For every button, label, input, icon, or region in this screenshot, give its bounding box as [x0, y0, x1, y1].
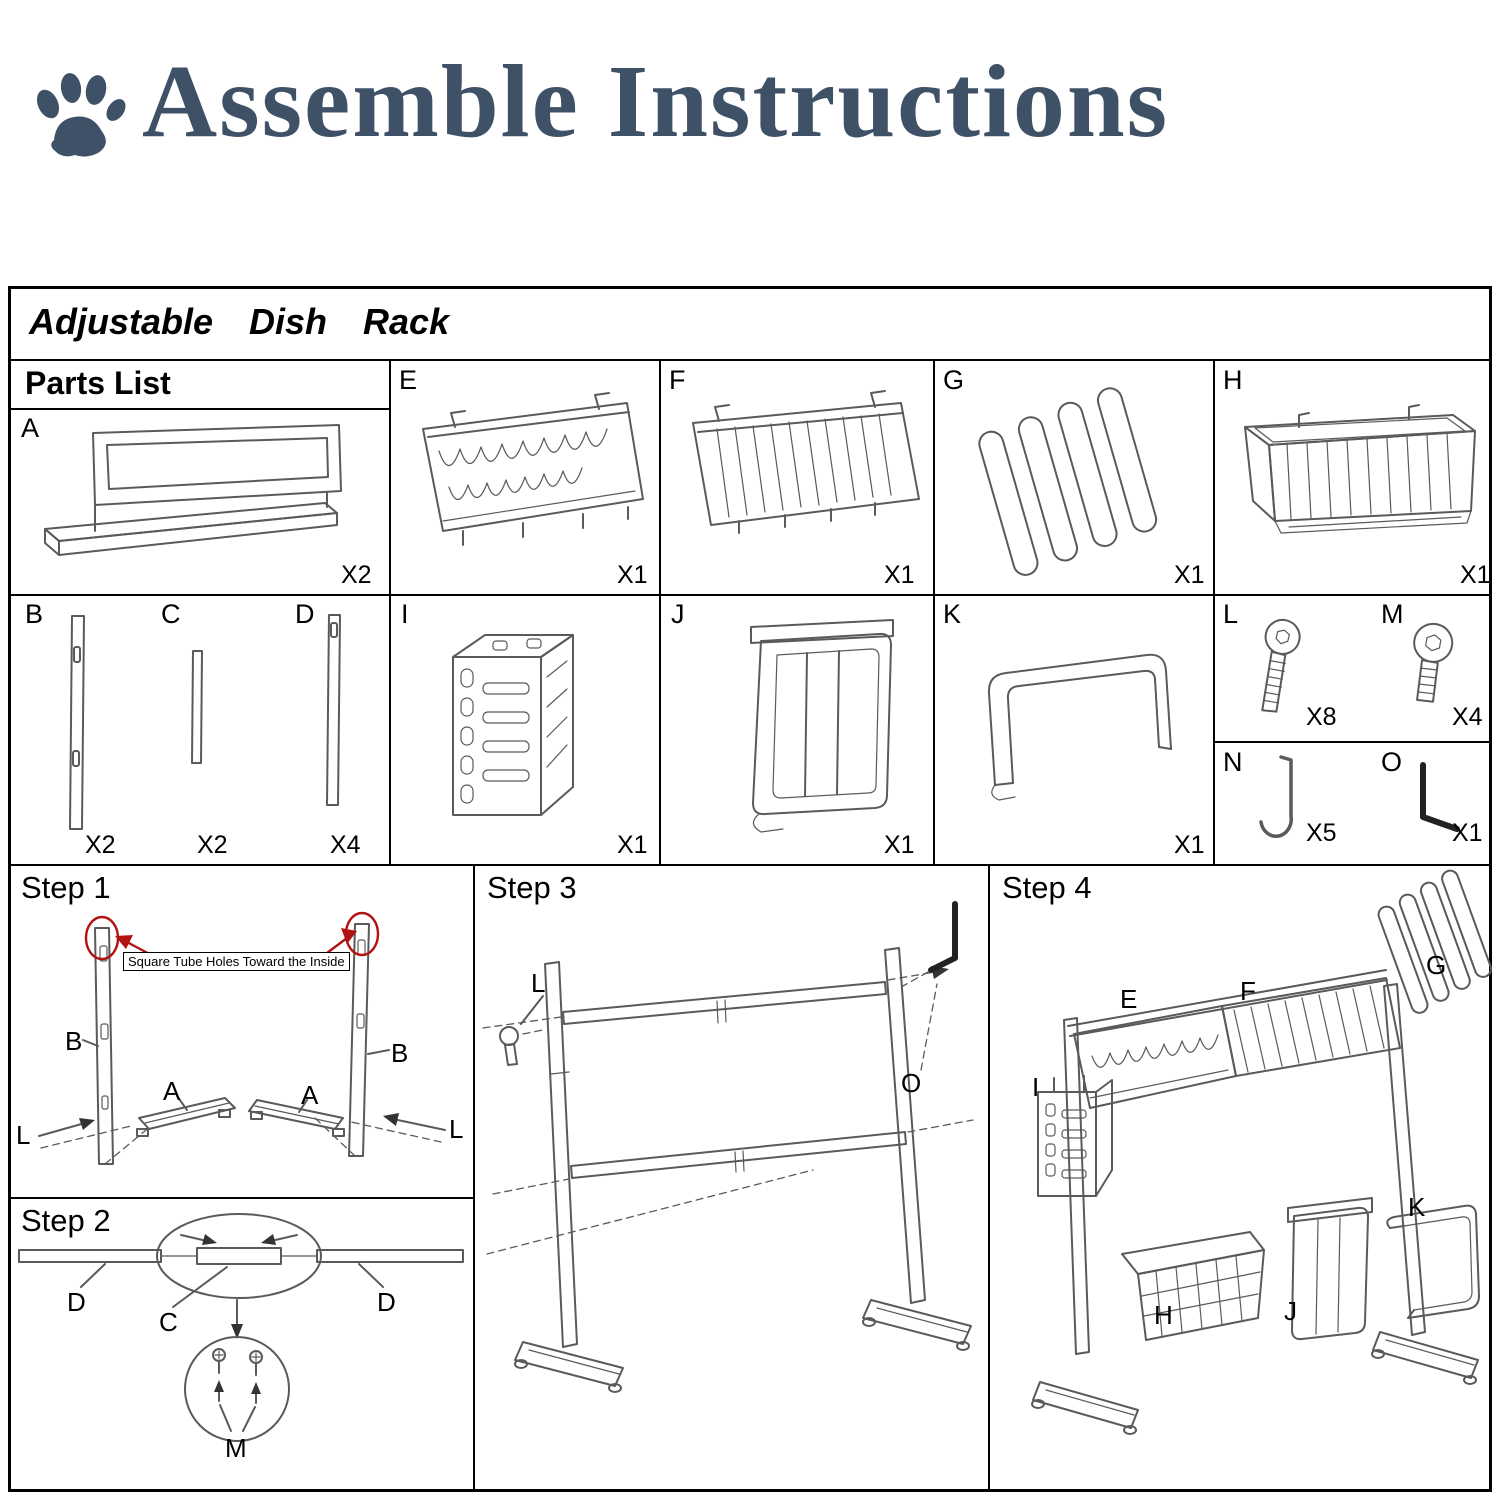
step4-panel: Step 4 [988, 864, 1492, 1489]
step1-panel: Step 1 [11, 864, 473, 1197]
divider [1213, 359, 1215, 594]
part-m-label: M [1381, 599, 1404, 629]
part-a-drawing [44, 424, 342, 556]
step4-title: Step 4 [1002, 870, 1092, 905]
part-a-qty: X2 [341, 561, 372, 589]
step3-drawing [482, 901, 974, 1393]
divider [473, 864, 475, 1489]
part-e-drawing [422, 392, 644, 546]
step4-callout-f: F [1240, 976, 1256, 1006]
step2-drawing [18, 1213, 464, 1442]
step3-title: Step 3 [487, 870, 577, 905]
divider [659, 594, 661, 864]
part-i-drawing [452, 634, 574, 816]
part-c-drawing [191, 650, 203, 764]
part-d-qty: X4 [330, 831, 361, 859]
part-h-label: H [1223, 365, 1243, 395]
step2-callout-d-right: D [377, 1287, 396, 1317]
divider [659, 359, 661, 594]
step1-drawing [38, 911, 446, 1165]
part-j-qty: X1 [884, 831, 915, 859]
part-k-qty: X1 [1174, 831, 1205, 859]
step3-callout-l: L [531, 968, 546, 998]
step2-panel: Step 2 [11, 1197, 473, 1489]
step2-title: Step 2 [21, 1203, 111, 1238]
step4-callout-h: H [1154, 1300, 1173, 1330]
part-e-label: E [399, 365, 418, 395]
part-o-label: O [1381, 747, 1403, 777]
part-j-drawing [750, 619, 894, 833]
step4-callout-j: J [1284, 1296, 1297, 1326]
step4-callout-k: K [1408, 1192, 1426, 1222]
part-b-qty: X2 [85, 831, 116, 859]
step2-callout-m: M [225, 1433, 247, 1463]
step1-callout-l-left: L [16, 1120, 31, 1150]
part-n-qty: X5 [1306, 819, 1337, 847]
part-h-qty: X1 [1460, 561, 1491, 589]
step4-callout-e: E [1120, 984, 1138, 1014]
part-b-drawing [69, 615, 85, 830]
part-j-label: J [671, 599, 685, 629]
step1-note: Square Tube Holes Toward the Inside [123, 952, 350, 971]
part-k-label: K [943, 599, 962, 629]
page-title: Assemble Instructions [142, 44, 1170, 159]
divider [988, 864, 990, 1489]
step1-callout-l-right: L [449, 1114, 464, 1144]
part-k-drawing [987, 653, 1172, 801]
step1-title: Step 1 [21, 870, 111, 905]
step4-callout-i: I [1032, 1072, 1040, 1102]
part-f-qty: X1 [884, 561, 915, 589]
part-l-qty: X8 [1306, 703, 1337, 731]
divider [11, 864, 1489, 866]
part-l-drawing [1261, 618, 1301, 713]
step4-drawing [1031, 869, 1492, 1435]
part-h-drawing [1244, 404, 1476, 534]
part-f-label: F [669, 365, 686, 395]
step4-callout-g: G [1426, 950, 1447, 980]
step1-callout-a-right: A [301, 1080, 319, 1110]
part-o-qty: X1 [1452, 819, 1483, 847]
part-i-label: I [401, 599, 409, 629]
step2-callout-c: C [159, 1307, 178, 1337]
part-c-qty: X2 [197, 831, 228, 859]
divider [1213, 741, 1489, 743]
part-d-drawing [326, 614, 341, 806]
part-e-qty: X1 [617, 561, 648, 589]
part-c-label: C [161, 599, 181, 629]
divider [11, 1197, 473, 1199]
part-m-drawing [1413, 622, 1454, 703]
divider [1213, 594, 1215, 864]
part-a-label: A [21, 413, 40, 443]
step1-callout-a-left: A [163, 1076, 181, 1106]
part-m-qty: X4 [1452, 703, 1483, 731]
divider [933, 359, 935, 594]
step2-callout-d-left: D [67, 1287, 86, 1317]
part-i-qty: X1 [617, 831, 648, 859]
part-l-label: L [1223, 599, 1239, 629]
step3-panel: Step 3 [473, 864, 988, 1489]
product-title: Adjustable Dish Rack [29, 301, 450, 342]
part-f-drawing [692, 390, 920, 534]
part-n-drawing [1259, 755, 1293, 839]
part-n-label: N [1223, 747, 1243, 777]
step1-callout-b-right: B [391, 1038, 409, 1068]
step1-callout-b-left: B [65, 1026, 83, 1056]
part-g-drawing [978, 387, 1158, 576]
paw-icon [36, 73, 126, 157]
main-frame: Adjustable Dish Rack Parts List A X2 E [8, 286, 1492, 1492]
divider [389, 594, 391, 864]
divider [11, 359, 1489, 361]
part-g-qty: X1 [1174, 561, 1205, 589]
divider [933, 594, 935, 864]
part-g-label: G [943, 365, 965, 395]
part-d-label: D [295, 599, 315, 629]
parts-list-underline [11, 408, 389, 410]
step3-callout-o: O [901, 1068, 922, 1098]
part-o-drawing [1420, 762, 1460, 832]
divider [11, 594, 1489, 596]
parts-list-heading: Parts List [25, 365, 171, 401]
part-b-label: B [25, 599, 44, 629]
divider [389, 359, 391, 594]
